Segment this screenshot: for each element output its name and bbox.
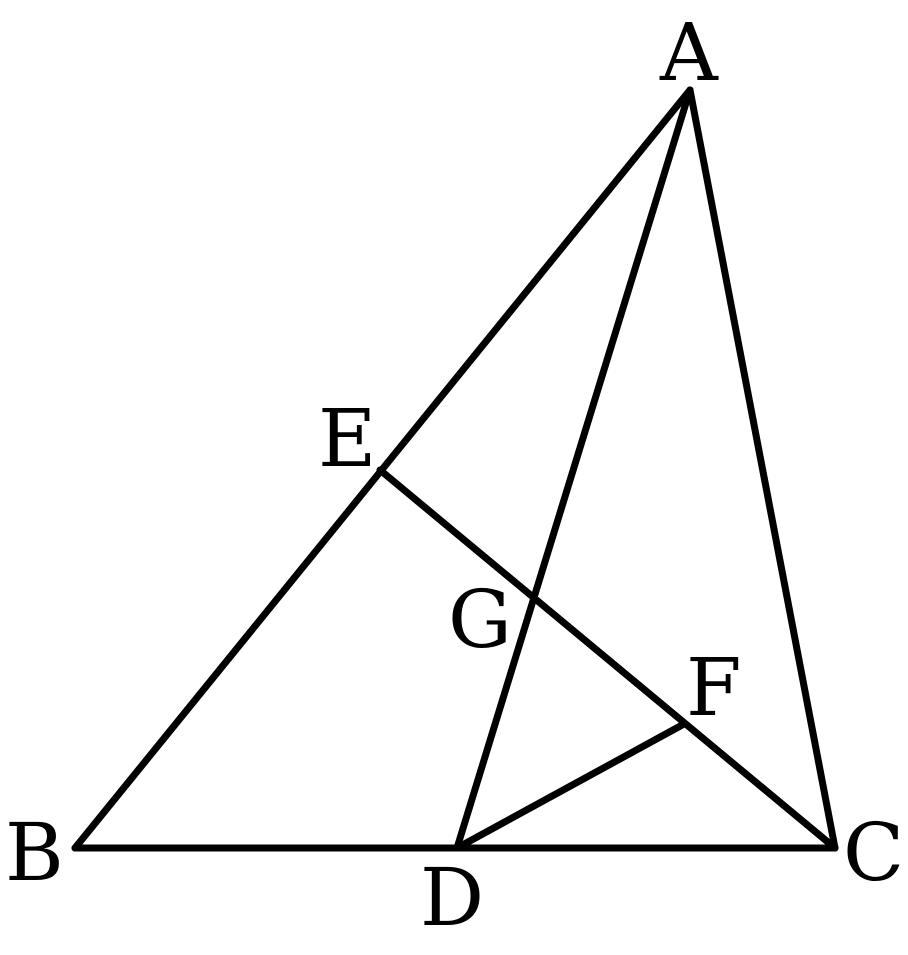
label-point-b: B xyxy=(5,806,64,899)
segment-ca xyxy=(686,86,839,852)
label-point-g: G xyxy=(448,573,512,666)
label-point-d: D xyxy=(420,851,484,944)
label-point-c: C xyxy=(843,806,904,899)
label-point-e: E xyxy=(318,392,376,485)
label-point-a: A xyxy=(659,6,719,99)
segment-df xyxy=(453,720,688,852)
label-point-f: F xyxy=(686,641,742,734)
segment-ec xyxy=(376,466,839,852)
segment-ad xyxy=(453,86,694,852)
